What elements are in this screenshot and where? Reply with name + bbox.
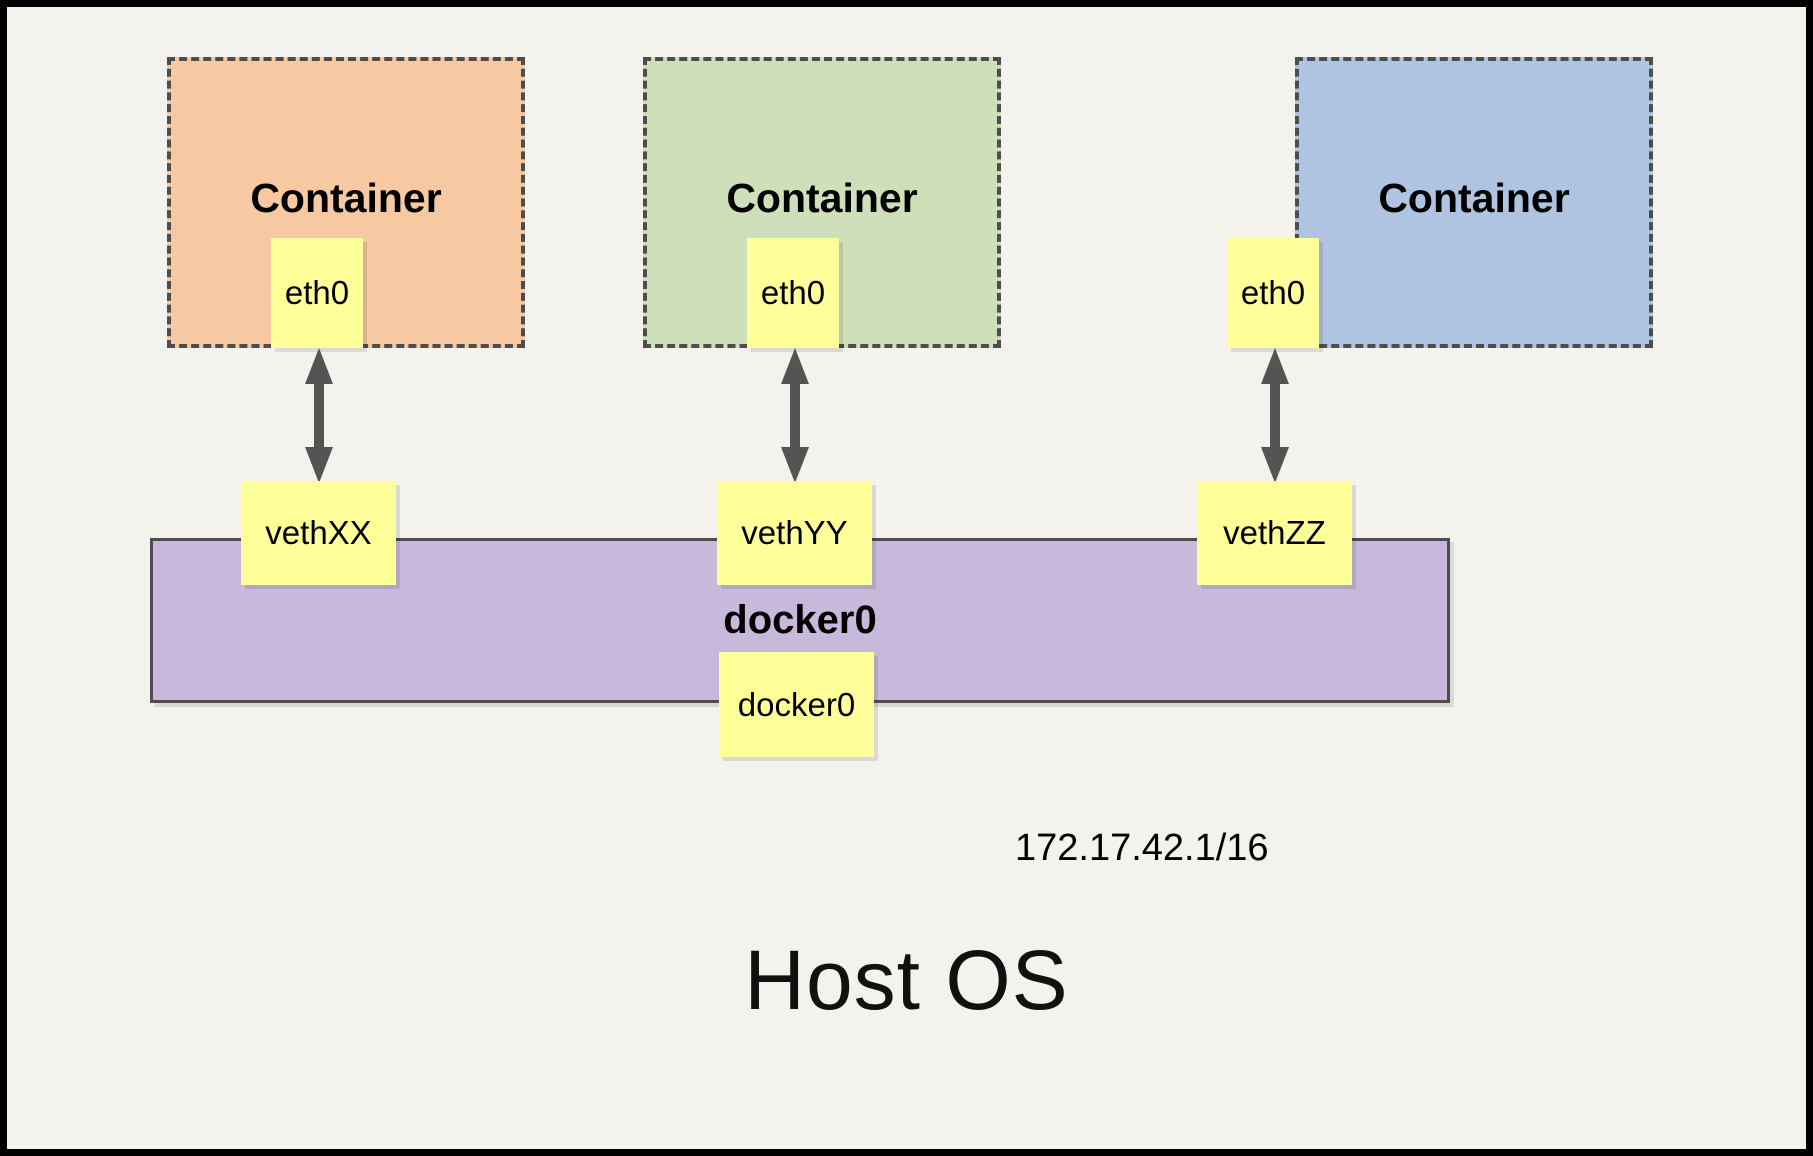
docker0-interface-box: docker0	[719, 652, 874, 757]
host-os-label: Host OS	[744, 933, 1069, 1027]
veth-pair-link-1	[305, 348, 333, 483]
eth0-label-2: eth0	[760, 274, 826, 311]
veth-label-3: vethZZ	[1223, 514, 1326, 551]
veth-pair-link-3	[1261, 348, 1289, 483]
container-title-3: Container	[1378, 175, 1570, 221]
eth0-box-1: eth0	[271, 238, 363, 348]
container-box-3: Container	[1295, 57, 1653, 348]
eth0-label-3: eth0	[1240, 274, 1306, 311]
veth-label-2: vethYY	[741, 514, 848, 551]
veth-pair-link-2	[781, 348, 809, 483]
eth0-box-3: eth0	[1227, 238, 1319, 348]
container-title-1: Container	[250, 175, 442, 221]
docker0-ip-label: 172.17.42.1/16	[1015, 827, 1269, 869]
veth-box-3: vethZZ	[1197, 481, 1352, 585]
container-title-2: Container	[726, 175, 918, 221]
docker0-bridge-label: docker0	[723, 598, 877, 642]
veth-box-2: vethYY	[717, 481, 872, 585]
eth0-label-1: eth0	[284, 274, 350, 311]
eth0-box-2: eth0	[747, 238, 839, 348]
veth-box-1: vethXX	[241, 481, 396, 585]
veth-label-1: vethXX	[265, 514, 372, 551]
docker0-interface-label: docker0	[737, 685, 856, 723]
